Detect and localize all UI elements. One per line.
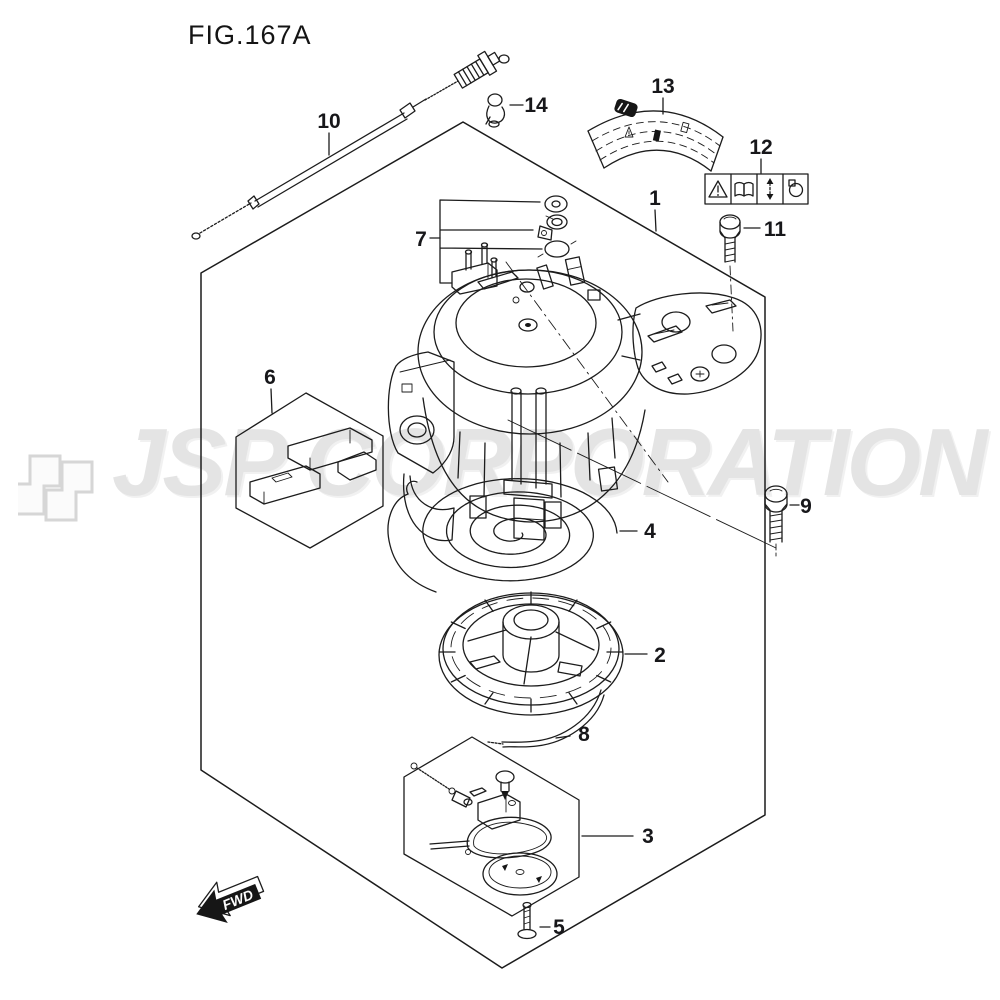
warning-triangle-icon <box>708 180 728 198</box>
diagram-frame: 1 <box>200 121 766 969</box>
recoil-spring-spiral <box>422 477 618 582</box>
callout-4: 4 <box>644 520 656 543</box>
callout-2: 2 <box>654 644 666 667</box>
callout-3: 3 <box>642 825 654 848</box>
part-9-bolt: 9 <box>764 485 812 557</box>
part-13-caution-decal: 13 <box>587 75 724 172</box>
callout-6: 6 <box>264 366 276 389</box>
decal-warning-triangle-icon <box>624 126 634 138</box>
fwd-arrow: FWD <box>196 875 265 924</box>
cushion-t-block <box>287 427 377 481</box>
callout-12: 12 <box>749 136 772 159</box>
callout-1: 1 <box>649 187 661 210</box>
callout-14: 14 <box>524 94 548 117</box>
part-14-cable-clip: 14 <box>485 93 548 128</box>
up-down-arrow-icon <box>766 178 774 200</box>
figure-title: FIG.167A <box>188 20 312 50</box>
primer-bulb-icon <box>788 179 804 198</box>
part-5-screw: 5 <box>517 901 565 940</box>
part-12-caution-label: 12 <box>704 136 809 205</box>
part-11-bolt: 11 <box>719 214 787 332</box>
part-10-starter-cable: 10 <box>191 50 510 240</box>
watermark-logo-icon <box>18 454 94 522</box>
callout-8: 8 <box>578 723 590 746</box>
callout-5: 5 <box>553 916 565 939</box>
part-4-recoil-spring: 4 <box>387 477 656 593</box>
part-2-reel: 2 <box>438 591 666 716</box>
callout-11: 11 <box>764 218 787 241</box>
part-6-cushion-set: 6 <box>235 366 384 549</box>
kit-block <box>469 787 521 830</box>
part-7-pawl-set: 7 <box>415 195 669 483</box>
part-1-starter-case <box>387 256 777 549</box>
callout-9: 9 <box>800 495 812 518</box>
kit-pin <box>451 790 473 808</box>
kit-wire-bail <box>429 816 552 859</box>
kit-rivet-screw <box>495 770 515 800</box>
callout-10: 10 <box>317 110 340 133</box>
callout-7: 7 <box>415 228 427 251</box>
kit-spring <box>410 762 456 795</box>
part-8-rope: 8 <box>487 689 605 748</box>
kit-friction-plate <box>482 852 558 896</box>
owners-manual-icon <box>734 181 754 197</box>
cushion-bar-block <box>249 465 321 505</box>
callout-13: 13 <box>651 75 674 98</box>
part-3-repair-kit: 3 <box>403 736 654 917</box>
